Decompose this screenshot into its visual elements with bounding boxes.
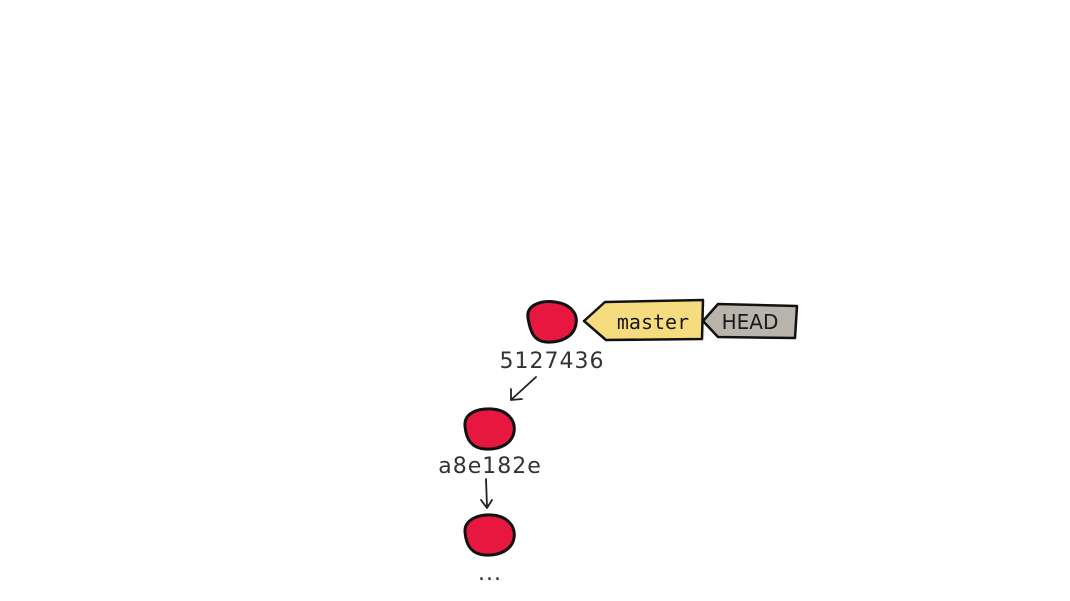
commit-dot <box>463 513 516 557</box>
commit-hash-ellipsis: ... <box>478 561 502 586</box>
commit-hash: 5127436 <box>500 349 605 374</box>
commit-hash: a8e182e <box>438 454 542 479</box>
commit-node <box>526 300 578 344</box>
branch-ref: master <box>582 298 705 342</box>
commit-node <box>463 513 516 557</box>
commit-node <box>463 407 516 451</box>
head-ref-shape <box>701 302 799 340</box>
branch-ref-shape <box>582 298 705 342</box>
head-name: HEAD <box>722 310 779 334</box>
head-ref: HEAD <box>701 302 799 340</box>
parent-arrow <box>480 478 493 509</box>
commit-dot <box>526 300 578 344</box>
branch-name: master <box>617 310 689 334</box>
parent-arrow <box>510 376 537 401</box>
commit-dot <box>463 407 516 451</box>
